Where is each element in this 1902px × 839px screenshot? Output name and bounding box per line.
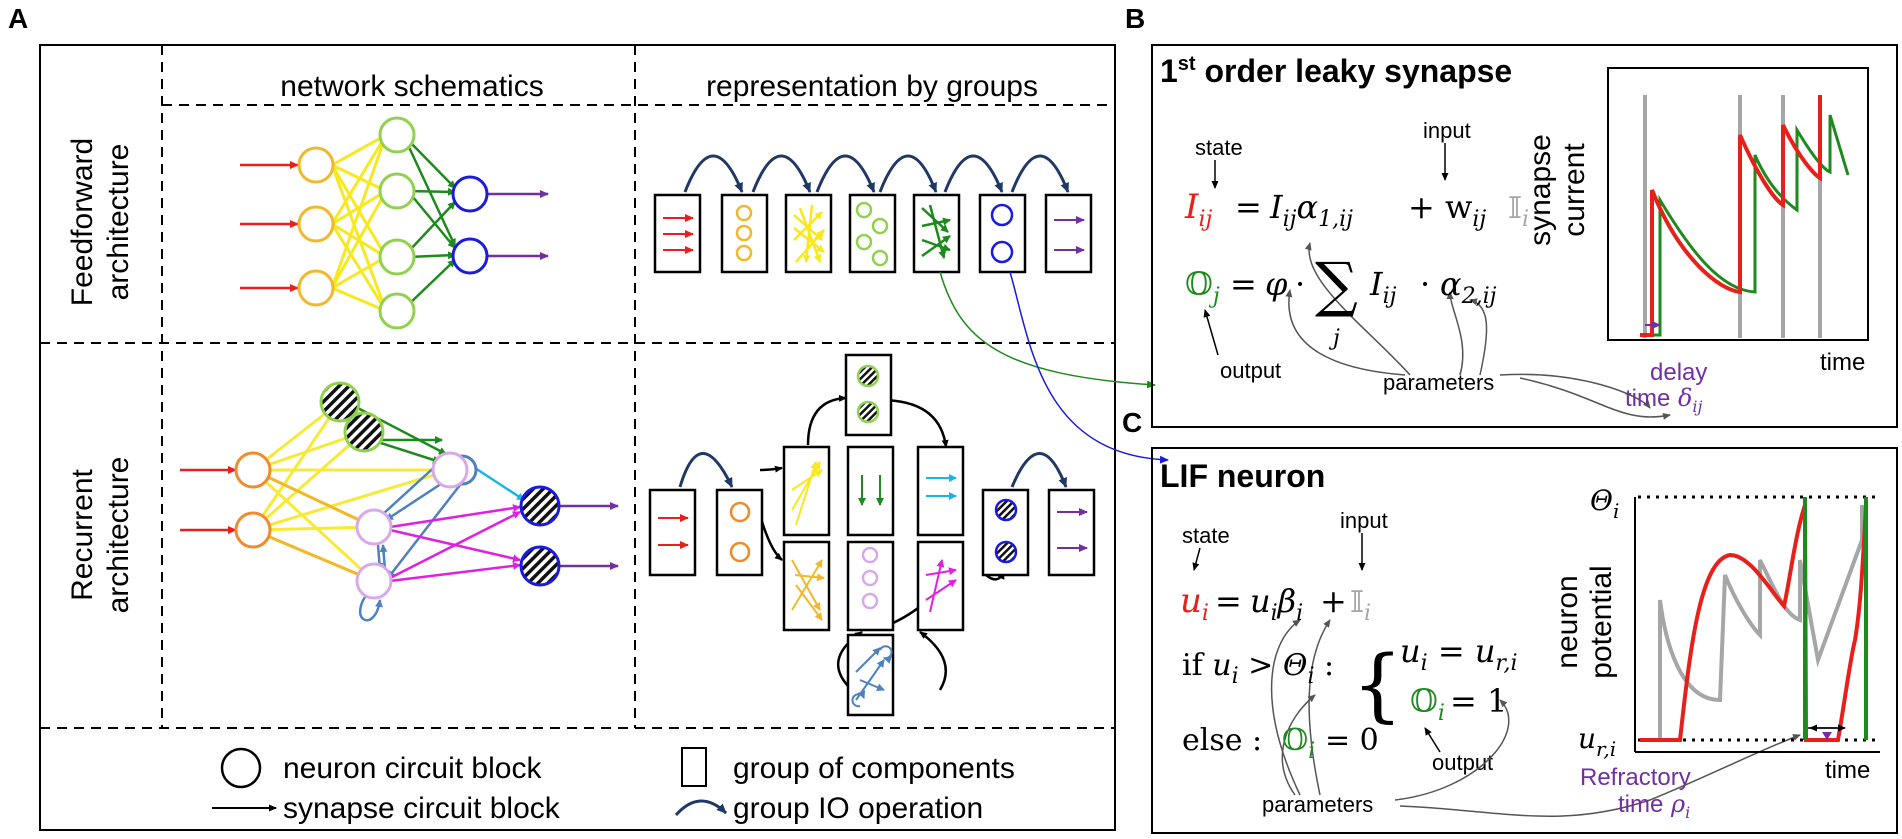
- c-plot-ylabel-neuron: neuron: [1551, 575, 1584, 668]
- c-label-parameters: parameters: [1262, 792, 1373, 817]
- row-label-feedforward: Feedforward: [66, 138, 99, 306]
- svg-text:φ: φ: [1265, 265, 1288, 303]
- col-header-representation-by-groups: representation by groups: [706, 70, 1038, 103]
- feedforward-network: [240, 116, 549, 330]
- c-refractory-label-1: Refractory: [1580, 764, 1691, 791]
- svg-text:{: {: [1352, 638, 1403, 731]
- svg-text:𝕆j: 𝕆j: [1185, 265, 1220, 309]
- b-label-state: state: [1195, 135, 1243, 160]
- panel-b-title: 1st order leaky synapse: [1160, 53, 1512, 89]
- legend-io-label: group IO operation: [733, 792, 983, 825]
- c-equation-2: if ui > Θi : { ui = ur,i 𝕆i = 1: [1182, 632, 1518, 731]
- svg-text:+ wij: + wij: [1408, 188, 1486, 232]
- recurrent-network: [180, 381, 619, 622]
- c-equation-1: ui = uiβi + 𝕀i: [1180, 581, 1371, 626]
- panel-c-frame: [1151, 447, 1898, 834]
- svg-text:Iij: Iij: [1369, 265, 1397, 309]
- b-label-output: output: [1220, 358, 1281, 383]
- svg-text:ur,i: ur,i: [1578, 722, 1616, 761]
- svg-text:j: j: [1328, 326, 1340, 351]
- svg-text:Θi: Θi: [1590, 484, 1619, 523]
- svg-text:=: =: [1230, 265, 1257, 303]
- legend-neuron-label: neuron circuit block: [283, 752, 542, 785]
- panel-a-frame: [39, 44, 1116, 831]
- svg-text:if ui > Θi :: if ui > Θi :: [1182, 648, 1334, 689]
- b-equation-1: Iij = Iijα1,ij + wij 𝕀i: [1184, 187, 1529, 232]
- svg-text:= 0: = 0: [1325, 723, 1379, 758]
- row-label-feedforward-architecture: architecture: [102, 144, 135, 301]
- arrow-green-to-b: [939, 271, 1156, 389]
- c-plot: Θi ur,i: [1578, 484, 1880, 761]
- feedforward-groups: [653, 154, 1093, 274]
- svg-text:= 1: = 1: [1450, 682, 1507, 720]
- svg-text:uiβi: uiβi: [1250, 582, 1303, 626]
- b-plot-xlabel: time: [1820, 349, 1865, 376]
- b-plot-ylabel-synapse: synapse: [1524, 134, 1557, 246]
- c-annot-arrows: [1192, 533, 1441, 753]
- b-plot: [1607, 67, 1869, 341]
- c-label-output: output: [1432, 750, 1493, 775]
- b-label-parameters: parameters: [1383, 370, 1494, 395]
- svg-text:𝕀i: 𝕀i: [1350, 585, 1371, 626]
- panel-letter-c: C: [1122, 407, 1142, 438]
- b-delay-label-2: time δij: [1625, 384, 1703, 416]
- svg-text:+: +: [1320, 582, 1347, 620]
- svg-text:ui: ui: [1180, 581, 1209, 626]
- svg-text:∑: ∑: [1315, 250, 1358, 320]
- panel-c-title: LIF neuron: [1160, 458, 1325, 494]
- b-equation-2: 𝕆j = φ · ∑ j Iij · α2,ij: [1185, 250, 1497, 351]
- c-plot-xlabel: time: [1825, 757, 1870, 784]
- row-label-recurrent-architecture: architecture: [102, 457, 135, 614]
- c-label-state: state: [1182, 523, 1230, 548]
- panel-a-grid: [40, 45, 1115, 729]
- c-label-input: input: [1340, 508, 1388, 533]
- b-annot-arrows: [1203, 143, 1449, 356]
- svg-text:𝕆i: 𝕆i: [1410, 682, 1445, 726]
- c-param-curves: [1270, 619, 1801, 817]
- svg-text:else :: else :: [1182, 723, 1262, 758]
- c-refractory-label-2: time ρi: [1618, 790, 1690, 822]
- recurrent-groups: [648, 353, 1096, 717]
- b-param-curves: [1285, 242, 1671, 420]
- panel-letter-b: B: [1125, 3, 1145, 34]
- legend: [212, 747, 728, 817]
- legend-group-label: group of components: [733, 752, 1015, 785]
- row-label-recurrent: Recurrent: [66, 468, 99, 600]
- svg-text:=: =: [1215, 582, 1242, 620]
- panel-b-frame: [1151, 44, 1898, 428]
- svg-text:ui = ur,i: ui = ur,i: [1400, 632, 1518, 676]
- svg-text:Iij: Iij: [1184, 187, 1212, 232]
- col-header-network-schematics: network schematics: [280, 70, 543, 103]
- legend-synapse-label: synapse circuit block: [283, 792, 561, 825]
- svg-text:=: =: [1235, 188, 1262, 226]
- svg-text:·: ·: [1420, 265, 1430, 303]
- arrow-blue-to-c: [1009, 271, 1169, 464]
- b-label-input: input: [1423, 118, 1471, 143]
- c-plot-ylabel-potential: potential: [1585, 565, 1618, 678]
- b-plot-ylabel-current: current: [1558, 143, 1591, 237]
- svg-text:·: ·: [1295, 265, 1305, 303]
- panel-letter-a: A: [8, 3, 28, 34]
- b-delay-label-1: delay: [1650, 359, 1707, 386]
- svg-text:Iijα1,ij: Iijα1,ij: [1269, 188, 1353, 232]
- svg-text:α2,ij: α2,ij: [1440, 265, 1497, 309]
